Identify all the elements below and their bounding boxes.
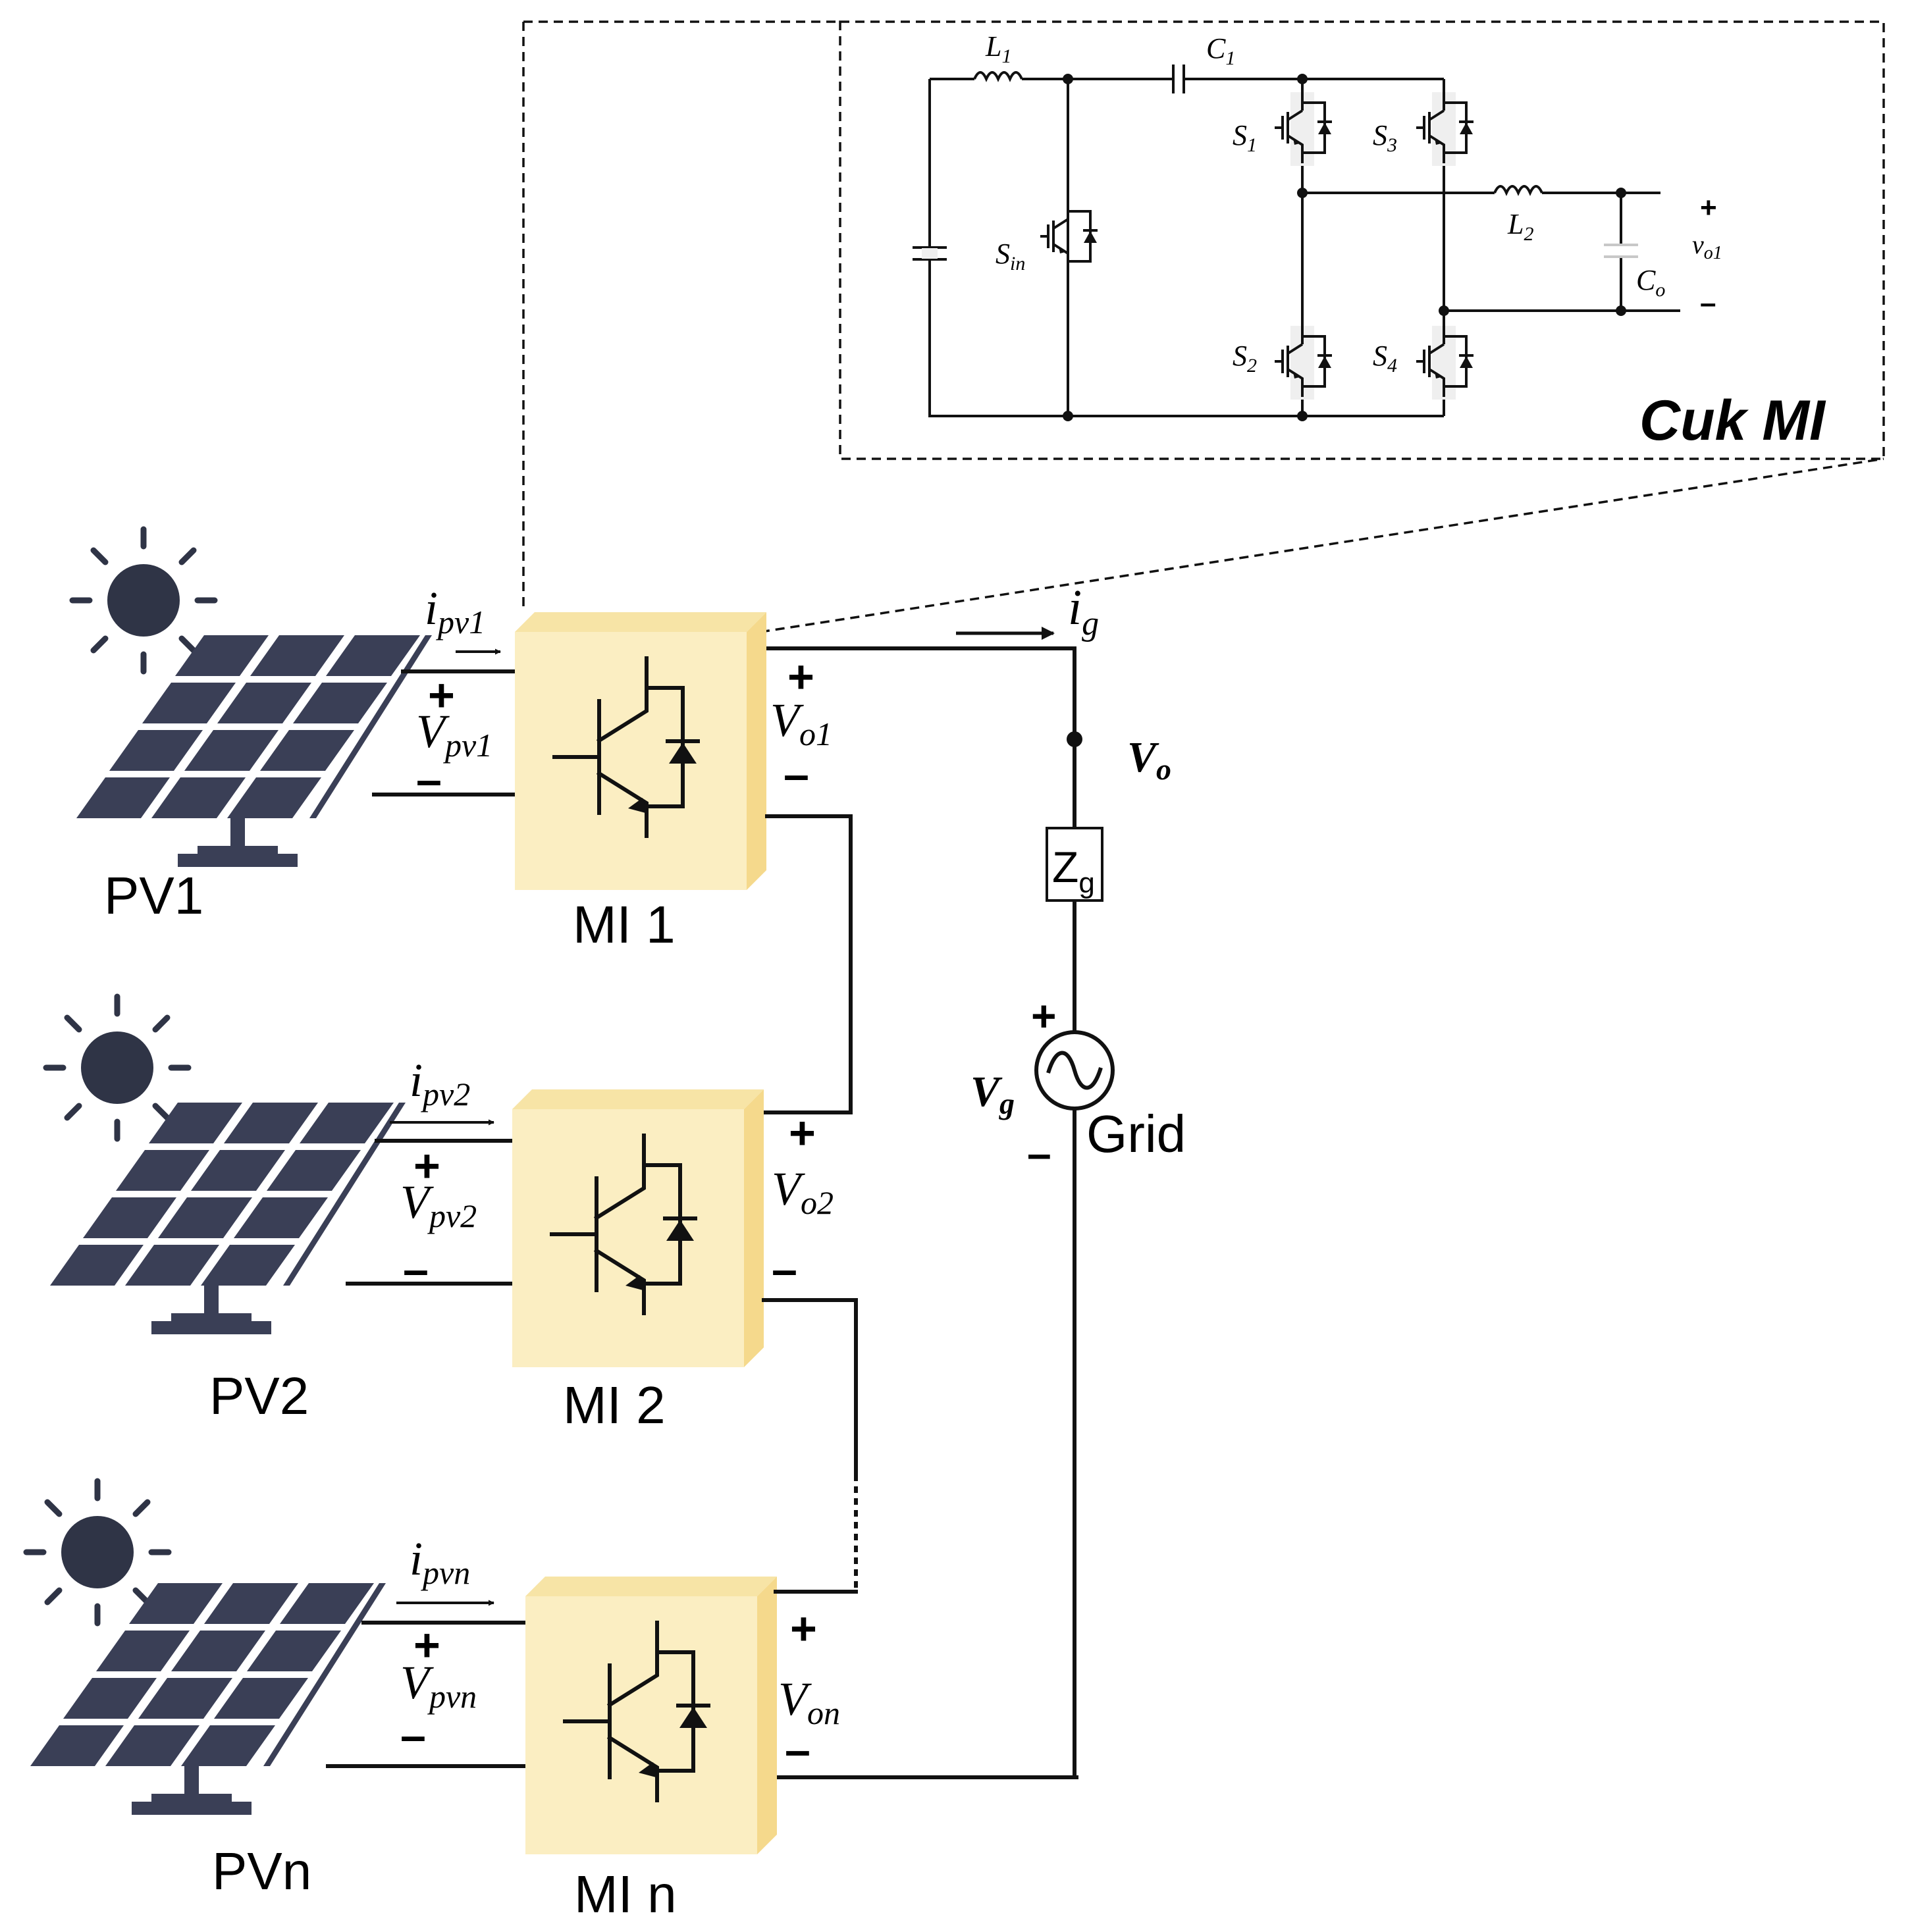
sun-icon bbox=[46, 997, 188, 1139]
label-inset-plus: + bbox=[1700, 192, 1717, 224]
solar-panel-icon bbox=[76, 635, 432, 867]
label-vo: Vo bbox=[1127, 733, 1171, 786]
microinverter-box-2 bbox=[512, 1089, 764, 1367]
label-ipvn: ipvn bbox=[410, 1532, 470, 1591]
impedance-Zg bbox=[1046, 827, 1103, 902]
label-C1: C1 bbox=[1206, 32, 1235, 69]
label-vpv2: Vpv2 bbox=[400, 1176, 477, 1234]
label-vpvn-plus: + bbox=[413, 1619, 440, 1671]
inductor-L2 bbox=[1493, 185, 1543, 196]
label-vo2: Vo2 bbox=[772, 1162, 834, 1221]
label-vpv2-minus: – bbox=[403, 1243, 429, 1295]
pv-unit-2: ipv2 + Vpv2 – + Vo2 – PV2 MI 2 bbox=[46, 997, 858, 1592]
inductor-L1 bbox=[973, 71, 1023, 82]
inset-title: Cuk MI bbox=[1639, 389, 1826, 452]
solar-panel-icon bbox=[30, 1583, 386, 1815]
label-vo1-plus: + bbox=[787, 651, 814, 702]
label-Zg: Zg bbox=[1052, 843, 1095, 899]
label-Sin: Sin bbox=[996, 238, 1025, 274]
label-vg-plus: + bbox=[1031, 991, 1057, 1040]
label-von-plus: + bbox=[790, 1603, 817, 1654]
label-L1: L1 bbox=[985, 30, 1011, 67]
label-vo1-minus: – bbox=[783, 748, 809, 800]
label-Co: Co bbox=[1636, 264, 1665, 301]
panel-label-1: PV1 bbox=[104, 866, 203, 925]
mi-label-n: MI n bbox=[574, 1865, 677, 1923]
label-vpv1-minus: – bbox=[416, 754, 442, 805]
label-S2: S2 bbox=[1233, 340, 1257, 377]
cuk-mi-inset: L1 C1 S1 S3 S2 S4 Sin L2 Co vo1 + – Cuk … bbox=[522, 20, 1885, 633]
panel-label-2: PV2 bbox=[209, 1367, 309, 1425]
node-vo bbox=[1067, 731, 1082, 747]
mi-label-2: MI 2 bbox=[563, 1376, 666, 1434]
label-vg: Vg bbox=[970, 1068, 1015, 1120]
label-S1: S1 bbox=[1233, 119, 1257, 156]
label-vo1: vo1 bbox=[1692, 230, 1722, 263]
label-vpv1: Vpv1 bbox=[416, 705, 492, 764]
label-inset-minus: – bbox=[1700, 287, 1716, 319]
label-ig: ig bbox=[1068, 580, 1099, 642]
pv-unit-n: ipvn + Vpvn – + Von – PVn MI n bbox=[26, 1481, 858, 1923]
label-vo1: Vo1 bbox=[770, 694, 832, 752]
label-vg-minus: – bbox=[1027, 1129, 1051, 1178]
microinverter-box-n bbox=[525, 1577, 777, 1854]
label-grid: Grid bbox=[1086, 1105, 1186, 1163]
label-vo2-minus: – bbox=[772, 1243, 797, 1295]
label-von-minus: – bbox=[785, 1724, 810, 1775]
label-vpv1-plus: + bbox=[428, 669, 455, 721]
pv-unit-1: ipv1 + Vpv1 – + Vo1 – PV1 MI 1 bbox=[72, 529, 853, 1114]
label-L2: L2 bbox=[1507, 208, 1533, 245]
microinverter-box-1 bbox=[515, 612, 766, 890]
label-vpvn-minus: – bbox=[400, 1710, 426, 1761]
mi-label-1: MI 1 bbox=[573, 895, 676, 954]
panel-label-n: PVn bbox=[212, 1842, 311, 1900]
label-vo2-plus: + bbox=[789, 1107, 816, 1159]
label-ipv2: ipv2 bbox=[410, 1054, 470, 1112]
label-von: Von bbox=[778, 1673, 840, 1731]
label-ipv1: ipv1 bbox=[425, 582, 485, 640]
solar-panel-icon bbox=[50, 1103, 406, 1334]
label-vpvn: Vpvn bbox=[400, 1656, 477, 1715]
label-vpv2-plus: + bbox=[413, 1140, 440, 1191]
label-S4: S4 bbox=[1373, 340, 1397, 377]
inset-frame bbox=[839, 20, 1885, 460]
grid-branch: Zg ig Vo + Vg – Grid bbox=[759, 580, 1186, 1779]
label-S3: S3 bbox=[1373, 119, 1397, 156]
sun-icon bbox=[72, 529, 215, 671]
